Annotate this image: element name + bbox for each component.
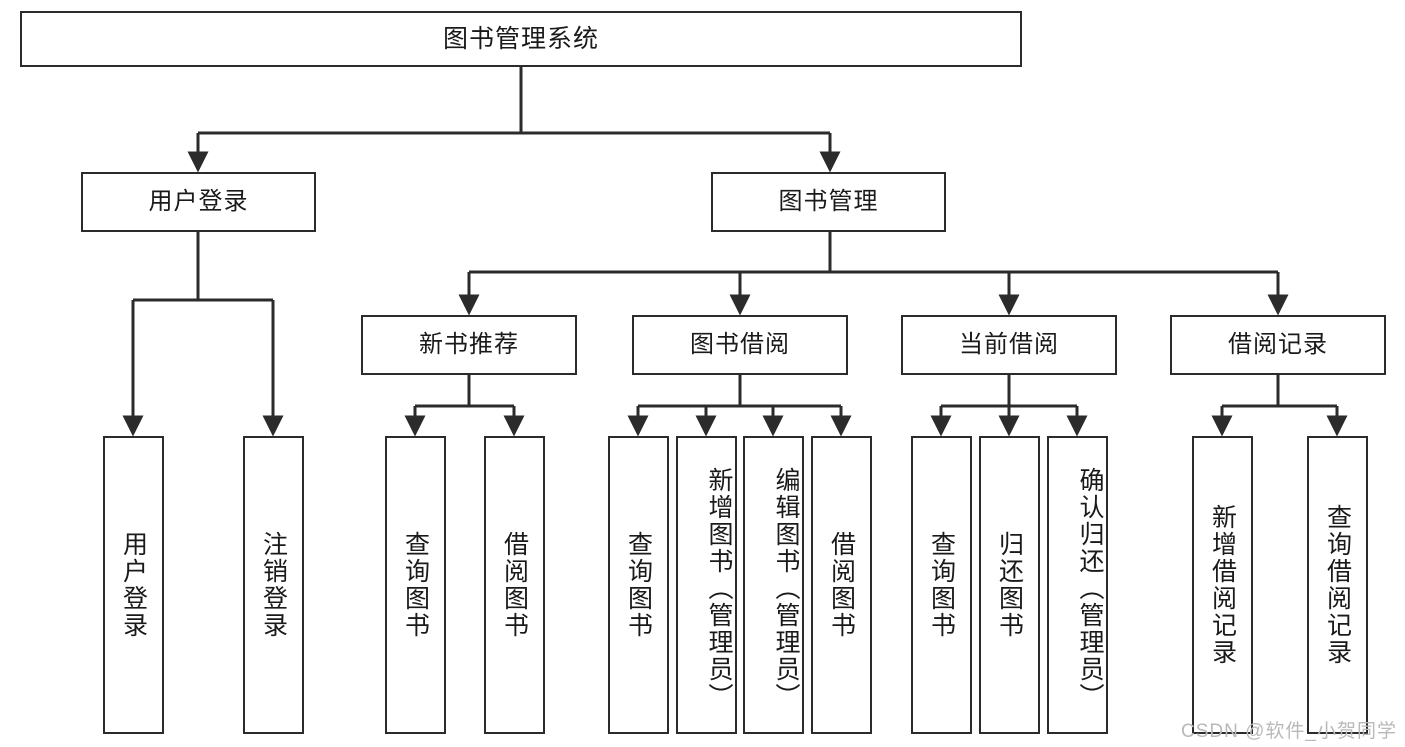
node-leaf-query-book-cb-label: 查询图书 (927, 531, 956, 639)
node-leaf-return-book[interactable]: 归还图书 (979, 436, 1040, 734)
node-leaf-edit-book-admin-label: 编辑图书（管理员） (772, 466, 800, 710)
node-leaf-add-borrow-record[interactable]: 新增借阅记录 (1192, 436, 1253, 734)
node-borrow-record[interactable]: 借阅记录 (1170, 315, 1386, 375)
node-leaf-confirm-return-admin[interactable]: 确认归还（管理员） (1047, 436, 1108, 734)
node-leaf-add-book-admin-label: 新增图书（管理员） (705, 466, 733, 710)
node-user-login[interactable]: 用户登录 (81, 172, 316, 232)
node-book-borrow[interactable]: 图书借阅 (632, 315, 848, 375)
node-leaf-query-borrow-record[interactable]: 查询借阅记录 (1307, 436, 1368, 734)
node-leaf-query-book-nb-label: 查询图书 (401, 531, 430, 639)
node-leaf-add-book-admin[interactable]: 新增图书（管理员） (676, 436, 737, 734)
node-leaf-user-login[interactable]: 用户登录 (103, 436, 164, 734)
node-root-system-label: 图书管理系统 (442, 25, 599, 53)
node-leaf-query-book-bb-label: 查询图书 (624, 531, 653, 639)
node-leaf-logout[interactable]: 注销登录 (243, 436, 304, 734)
node-leaf-query-book-nb[interactable]: 查询图书 (385, 436, 446, 734)
node-new-book-recommend-label: 新书推荐 (419, 330, 519, 358)
node-leaf-borrow-book-nb-label: 借阅图书 (500, 531, 529, 639)
node-leaf-logout-label: 注销登录 (259, 531, 288, 639)
node-leaf-confirm-return-admin-label: 确认归还（管理员） (1076, 466, 1104, 710)
node-leaf-user-login-label: 用户登录 (119, 531, 148, 639)
node-root-system[interactable]: 图书管理系统 (20, 11, 1022, 67)
node-leaf-borrow-book-nb[interactable]: 借阅图书 (484, 436, 545, 734)
node-borrow-record-label: 借阅记录 (1228, 330, 1328, 358)
csdn-watermark: CSDN @软件_小贺同学 (1181, 721, 1397, 742)
node-leaf-return-book-label: 归还图书 (995, 531, 1024, 639)
node-current-borrow-label: 当前借阅 (959, 330, 1059, 358)
node-leaf-query-book-bb[interactable]: 查询图书 (608, 436, 669, 734)
node-leaf-edit-book-admin[interactable]: 编辑图书（管理员） (743, 436, 804, 734)
node-user-login-label: 用户登录 (148, 187, 249, 215)
node-leaf-query-borrow-record-label: 查询借阅记录 (1323, 504, 1352, 666)
node-book-borrow-label: 图书借阅 (690, 330, 790, 358)
node-leaf-query-book-cb[interactable]: 查询图书 (911, 436, 972, 734)
node-leaf-add-borrow-record-label: 新增借阅记录 (1208, 504, 1237, 666)
node-book-management-label: 图书管理 (778, 187, 879, 215)
node-current-borrow[interactable]: 当前借阅 (901, 315, 1117, 375)
node-leaf-borrow-book-bb[interactable]: 借阅图书 (811, 436, 872, 734)
node-leaf-borrow-book-bb-label: 借阅图书 (827, 531, 856, 639)
node-book-management[interactable]: 图书管理 (711, 172, 946, 232)
node-new-book-recommend[interactable]: 新书推荐 (361, 315, 577, 375)
